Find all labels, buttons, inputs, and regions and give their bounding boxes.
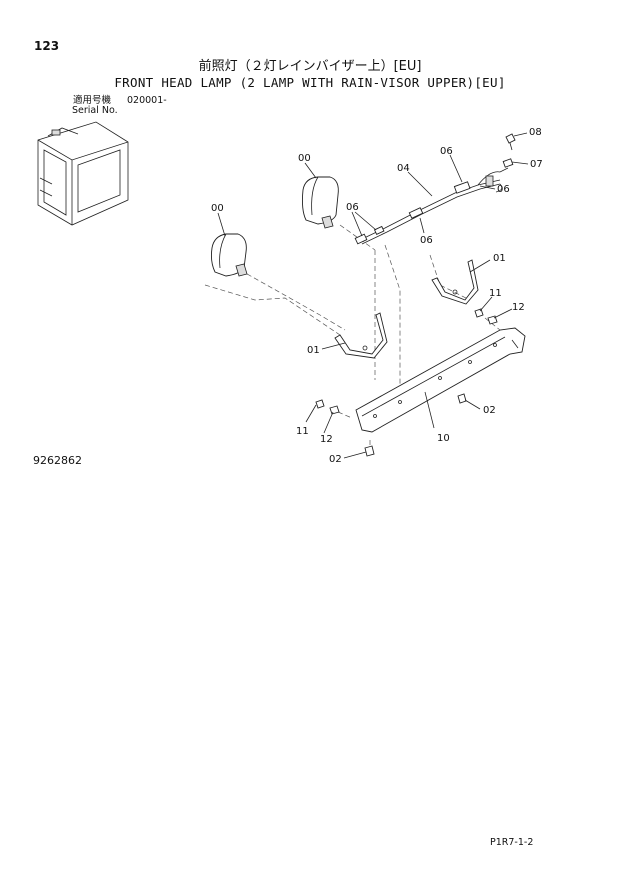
- callout-06: 06: [346, 202, 359, 213]
- serial-label-english: Serial No.: [72, 105, 118, 116]
- callout-01: 01: [493, 253, 506, 264]
- callout-07: 07: [530, 159, 543, 170]
- serial-value: 020001-: [127, 95, 167, 106]
- serial-label-japanese: 適用号機: [73, 95, 112, 106]
- bracket-left: [334, 312, 388, 359]
- callout-04: 04: [397, 163, 410, 174]
- assembly-guide-lines: [204, 224, 501, 452]
- callout-02: 02: [329, 454, 342, 465]
- connector-and-bolt: [502, 133, 516, 168]
- callout-08: 08: [529, 127, 542, 138]
- leader-lines: [217, 132, 529, 459]
- part-number: 9262862: [33, 454, 82, 467]
- callout-00: 00: [298, 153, 311, 164]
- bracket-right: [431, 259, 479, 305]
- callout-06: 06: [497, 184, 510, 195]
- callout-12: 12: [320, 434, 333, 445]
- callout-12: 12: [512, 302, 525, 313]
- callout-10: 10: [437, 433, 450, 444]
- fasteners: [315, 308, 498, 457]
- visor-frame: [355, 327, 526, 433]
- title-english: FRONT HEAD LAMP (2 LAMP WITH RAIN-VISOR …: [114, 75, 506, 90]
- wiring-harness: [354, 167, 509, 245]
- callout-00: 00: [211, 203, 224, 214]
- callout-06: 06: [420, 235, 433, 246]
- callout-11: 11: [489, 288, 502, 299]
- page-number: 123: [34, 39, 60, 53]
- title-japanese: 前照灯（２灯レインバイザー上）[EU]: [198, 59, 422, 74]
- callout-01: 01: [307, 345, 320, 356]
- callout-06: 06: [440, 146, 453, 157]
- machine-thumbnail: [37, 121, 129, 226]
- head-lamp-left: [210, 233, 248, 277]
- sheet-reference: P1R7-1-2: [490, 837, 534, 848]
- head-lamp-right: [301, 176, 339, 229]
- callout-02: 02: [483, 405, 496, 416]
- callout-11: 11: [296, 426, 309, 437]
